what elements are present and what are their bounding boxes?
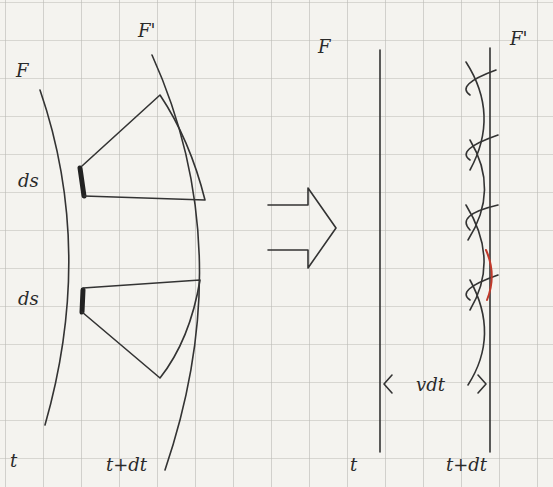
- handwritten-label: t: [350, 456, 357, 474]
- handwritten-label: ds: [18, 172, 39, 190]
- handwritten-label: F: [318, 38, 331, 56]
- plane-front-f-prime: [489, 48, 491, 452]
- handwritten-label: t+dt: [106, 456, 147, 474]
- handwritten-label: t: [10, 452, 17, 470]
- big-arrow: [268, 188, 336, 268]
- wavelet: [82, 95, 205, 200]
- handwritten-label: F': [510, 30, 527, 48]
- handwritten-label: F: [16, 62, 29, 80]
- dimension-mark: [384, 375, 392, 393]
- handwritten-label: vdt: [416, 376, 445, 394]
- wavelet-arc: [466, 70, 496, 95]
- wavelet-arc: [466, 62, 484, 170]
- handwritten-label: t+dt: [446, 456, 487, 474]
- wavelet-arc: [466, 275, 498, 300]
- ds-element: [80, 168, 84, 196]
- plane-front-f: [379, 50, 381, 452]
- wavelet-arc: [468, 280, 485, 385]
- wavelet-arc: [466, 205, 498, 230]
- red-segment: [486, 250, 492, 300]
- dimension-mark: [478, 375, 486, 393]
- wavefront-f: [40, 90, 69, 425]
- handwritten-label: F': [138, 22, 155, 40]
- wavelet-arc: [466, 135, 498, 160]
- wavelet: [82, 280, 200, 378]
- handwritten-label: ds: [18, 290, 39, 308]
- ds-element: [82, 290, 83, 312]
- wavelet-arc: [466, 205, 484, 310]
- wavefront-f-prime: [152, 55, 200, 470]
